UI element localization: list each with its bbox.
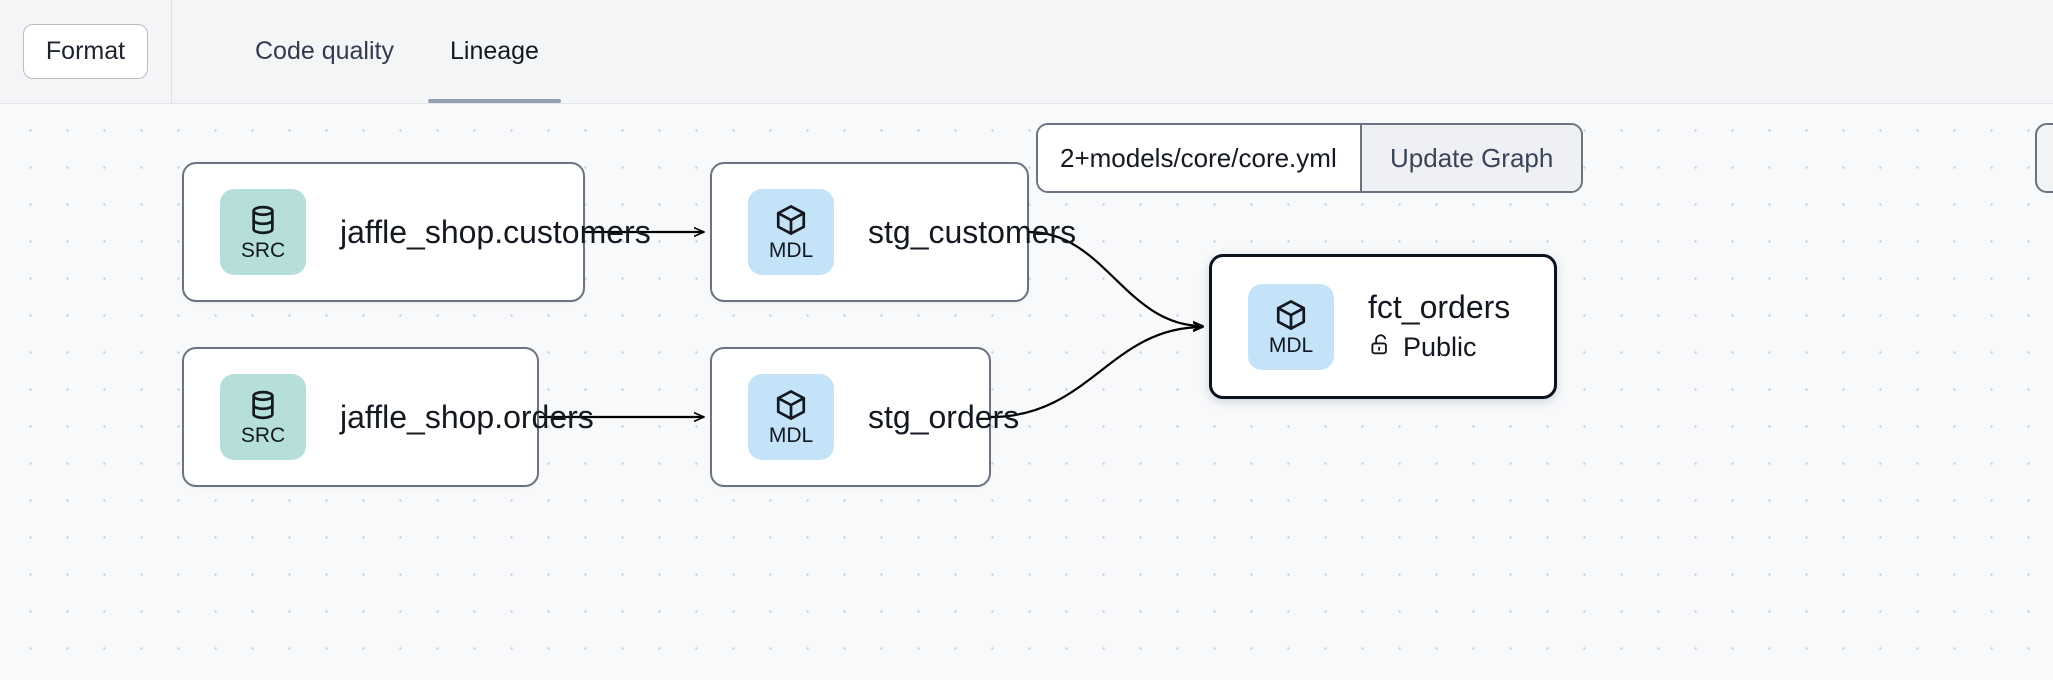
- node-body: jaffle_shop.orders: [340, 399, 594, 436]
- badge-label: MDL: [768, 424, 814, 447]
- model-badge: MDL: [748, 189, 834, 275]
- badge-label: SRC: [240, 424, 286, 447]
- node-title: jaffle_shop.orders: [340, 398, 594, 435]
- lineage-node-stg-orders[interactable]: MDL stg_orders: [710, 347, 1019, 487]
- source-badge: SRC: [220, 189, 306, 275]
- unlock-icon: [1368, 332, 1393, 364]
- node-body: stg_orders: [868, 399, 1019, 436]
- lineage-node-jaffle-shop-customers[interactable]: SRC jaffle_shop.customers: [182, 162, 651, 302]
- graph-side-control[interactable]: [2035, 123, 2053, 193]
- database-icon: [246, 203, 280, 237]
- node-title: stg_customers: [868, 213, 1077, 250]
- cube-icon: [774, 388, 808, 422]
- node-access-row: Public: [1368, 332, 1510, 364]
- badge-label: MDL: [768, 239, 814, 262]
- node-body: jaffle_shop.customers: [340, 214, 651, 251]
- tab-lineage[interactable]: Lineage: [422, 0, 567, 103]
- graph-selector-bar: Update Graph: [1036, 123, 1584, 193]
- top-toolbar: Format Code quality Lineage: [0, 0, 2053, 104]
- format-button[interactable]: Format: [22, 24, 149, 79]
- node-title: fct_orders: [1368, 289, 1511, 326]
- update-graph-button[interactable]: Update Graph: [1360, 125, 1582, 191]
- node-title: jaffle_shop.customers: [340, 213, 651, 250]
- cube-icon: [1274, 298, 1308, 332]
- lineage-node-stg-customers[interactable]: MDL stg_customers: [710, 162, 1076, 302]
- lineage-canvas[interactable]: SRC jaffle_shop.customers MDL stg_custo: [0, 104, 2053, 680]
- graph-selector-input[interactable]: [1038, 125, 1360, 191]
- node-body: fct_orders Public: [1368, 289, 1510, 364]
- lineage-node-fct-orders[interactable]: MDL fct_orders Public: [1209, 254, 1557, 399]
- model-badge: MDL: [1248, 283, 1334, 370]
- cube-icon: [774, 203, 808, 237]
- toolbar-left-group: Format: [0, 0, 172, 103]
- database-icon: [246, 388, 280, 422]
- edge-stg-orders-to-fct-orders: [990, 327, 1203, 419]
- badge-label: SRC: [240, 239, 286, 262]
- badge-label: MDL: [1268, 333, 1314, 357]
- lineage-node-jaffle-shop-orders[interactable]: SRC jaffle_shop.orders: [182, 347, 594, 487]
- tab-code-quality[interactable]: Code quality: [255, 37, 394, 65]
- node-title: stg_orders: [868, 398, 1020, 435]
- node-body: stg_customers: [868, 214, 1076, 251]
- source-badge: SRC: [220, 374, 306, 460]
- node-access-label: Public: [1403, 332, 1477, 363]
- model-badge: MDL: [748, 374, 834, 460]
- tab-bar: Code quality Lineage: [172, 0, 567, 103]
